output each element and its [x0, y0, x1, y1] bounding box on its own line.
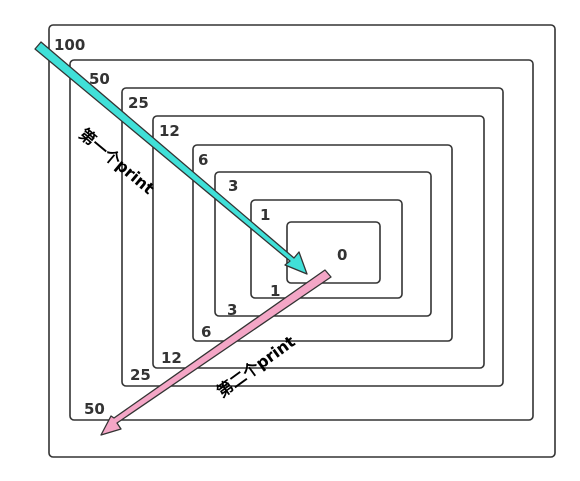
box-level-100 — [48, 24, 556, 458]
label-outer-3: 3 — [228, 177, 238, 195]
label-inner-6: 6 — [201, 323, 211, 341]
label-inner-50: 50 — [84, 400, 105, 418]
down-arrow-shape — [34, 41, 308, 275]
up-arrow-shape — [100, 269, 332, 436]
label-outer-1: 1 — [260, 206, 270, 224]
label-outer-50: 50 — [89, 70, 110, 88]
label-outer-0: 0 — [337, 246, 347, 264]
box-level-50 — [69, 59, 534, 421]
label-outer-25: 25 — [128, 94, 149, 112]
label-inner-25: 25 — [130, 366, 151, 384]
label-inner-12: 12 — [161, 349, 182, 367]
box-level-25 — [121, 87, 504, 387]
down-arrow: 第一个print — [34, 41, 308, 275]
box-level-0 — [286, 221, 381, 284]
label-outer-12: 12 — [159, 122, 180, 140]
box-level-12 — [152, 115, 485, 369]
label-outer-100: 100 — [54, 36, 85, 54]
label-outer-6: 6 — [198, 151, 208, 169]
up-arrow: 第二个print — [100, 269, 332, 436]
box-level-3 — [214, 171, 432, 317]
box-level-6 — [192, 144, 453, 342]
label-inner-1: 1 — [270, 282, 280, 300]
label-inner-3: 3 — [227, 301, 237, 319]
box-level-1 — [250, 199, 403, 299]
